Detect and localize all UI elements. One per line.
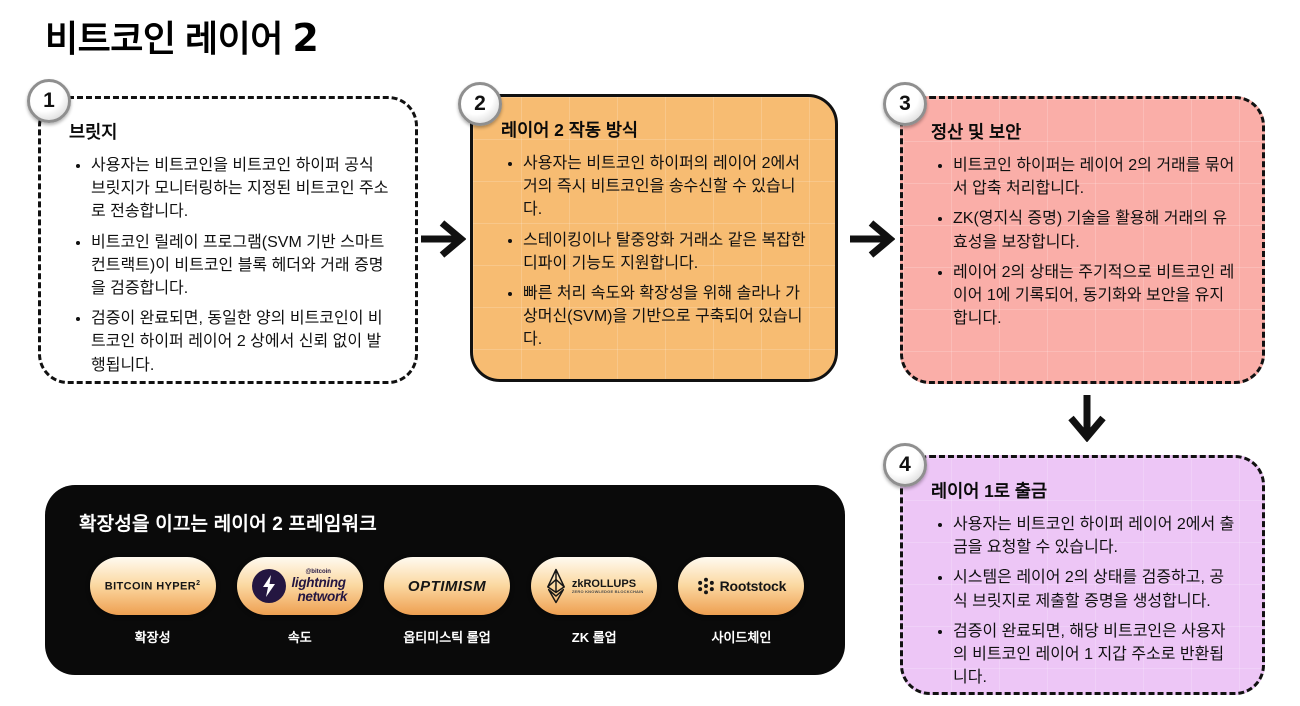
step-bullet-list: 비트코인 하이퍼는 레이어 2의 거래를 묶어서 압축 처리합니다. ZK(영지식… [929,154,1238,330]
framework-pill-row: BITCOIN HYPER2 확장성 @bitcoin lightning ne… [79,557,815,646]
lightning-network-handle: @bitcoin [305,568,331,575]
rootstock-logo-pill: Rootstock [678,557,805,615]
lightning-bolt-icon [252,569,287,603]
bitcoin-hyper-logo-pill: BITCOIN HYPER2 [89,557,216,615]
framework-panel-title: 확장성을 이끄는 레이어 2 프레임워크 [79,514,377,535]
optimism-logo: OPTIMISM [407,577,487,595]
rootstock-logo: Rootstock [719,578,787,594]
bitcoin-hyper-logo: BITCOIN HYPER2 [104,579,201,593]
step-box-settlement-security: 정산 및 보안 비트코인 하이퍼는 레이어 2의 거래를 묶어서 압축 처리합니… [900,96,1265,384]
framework-item-zk-rollups: zkROLLUPS ZERO KNOWLEDGE BLOCKCHAIN ZK 롤… [521,557,668,646]
lightning-network-logo-text: @bitcoin lightning network [291,568,348,604]
step-bullet: 사용자는 비트코인 하이퍼 레이어 2에서 출금을 요청할 수 있습니다. [953,513,1238,559]
step-number-badge-1: 1 [27,79,71,123]
framework-item-label: 옵티미스틱 롤업 [403,630,491,645]
page-title-text: 비트코인 레이어 [45,18,283,59]
framework-item-rootstock: Rootstock 사이드체인 [668,557,815,646]
zk-rollups-logo-pill: zkROLLUPS ZERO KNOWLEDGE BLOCKCHAIN [531,557,658,615]
ethereum-diamond-icon [546,568,565,604]
framework-item-label: 속도 [287,630,312,645]
step-heading: 레이어 1로 출금 [931,481,1048,501]
arrow-down-icon [1068,395,1106,442]
step-bullet: 스테이킹이나 탈중앙화 거래소 같은 복잡한 디파이 기능도 지원합니다. [523,229,811,275]
framework-item-label: 사이드체인 [711,630,772,645]
step-bullet: 검증이 완료되면, 동일한 양의 비트코인이 비트코인 하이퍼 레이어 2 상에… [91,307,391,377]
zk-rollups-logo-text: zkROLLUPS ZERO KNOWLEDGE BLOCKCHAIN [571,577,644,594]
step-bullet: 사용자는 비트코인 하이퍼의 레이어 2에서 거의 즉시 비트코인을 송수신할 … [523,152,811,222]
step-bullet: 레이어 2의 상태는 주기적으로 비트코인 레이어 1에 기록되어, 동기화와 … [953,261,1238,331]
arrow-right-icon-2 [850,220,895,258]
step-bullet: 비트코인 하이퍼는 레이어 2의 거래를 묶어서 압축 처리합니다. [953,154,1238,200]
step-number-badge-2: 2 [458,82,502,126]
step-bullet: 비트코인 릴레이 프로그램(SVM 기반 스마트 컨트랙트)이 비트코인 블록 … [91,231,391,301]
framework-item-bitcoin-hyper: BITCOIN HYPER2 확장성 [79,557,226,646]
step-heading: 레이어 2 작동 방식 [501,120,639,140]
step-bullet: 검증이 완료되면, 해당 비트코인은 사용자의 비트코인 레이어 1 지갑 주소… [953,620,1238,690]
framework-item-lightning-network: @bitcoin lightning network 속도 [226,557,373,646]
page-title-number: 2 [292,16,319,60]
step-bullet: 사용자는 비트코인을 비트코인 하이퍼 공식 브릿지가 모니터링하는 지정된 비… [91,154,391,224]
step-box-bridge: 브릿지 사용자는 비트코인을 비트코인 하이퍼 공식 브릿지가 모니터링하는 지… [38,96,418,384]
framework-item-label: ZK 롤업 [571,630,617,645]
step-box-withdraw-layer1: 레이어 1로 출금 사용자는 비트코인 하이퍼 레이어 2에서 출금을 요청할 … [900,455,1265,695]
framework-panel: 확장성을 이끄는 레이어 2 프레임워크 BITCOIN HYPER2 확장성 … [45,485,845,675]
page-title: 비트코인 레이어 2 [45,10,319,62]
step-bullet-list: 사용자는 비트코인을 비트코인 하이퍼 공식 브릿지가 모니터링하는 지정된 비… [67,154,391,377]
step-number-badge-3: 3 [883,82,927,126]
step-bullet: 빠른 처리 속도와 확장성을 위해 솔라나 가상머신(SVM)을 기반으로 구축… [523,282,811,352]
optimism-logo-pill: OPTIMISM [384,557,510,615]
step-bullet-list: 사용자는 비트코인 하이퍼의 레이어 2에서 거의 즉시 비트코인을 송수신할 … [499,152,811,352]
arrow-right-icon-1 [421,220,466,258]
step-heading: 브릿지 [69,122,118,142]
step-bullet: ZK(영지식 증명) 기술을 활용해 거래의 유효성을 보장합니다. [953,207,1238,253]
framework-item-label: 확장성 [134,630,171,645]
framework-item-optimism: OPTIMISM 옵티미스틱 롤업 [373,557,520,646]
step-box-layer2-operation: 레이어 2 작동 방식 사용자는 비트코인 하이퍼의 레이어 2에서 거의 즉시… [470,94,838,382]
step-bullet-list: 사용자는 비트코인 하이퍼 레이어 2에서 출금을 요청할 수 있습니다. 시스템… [929,513,1238,689]
lightning-network-logo-pill: @bitcoin lightning network [236,557,363,615]
step-number-badge-4: 4 [883,443,927,487]
rootstock-dots-icon [697,577,714,595]
step-heading: 정산 및 보안 [931,122,1022,142]
step-bullet: 시스템은 레이어 2의 상태를 검증하고, 공식 브릿지로 제출할 증명을 생성… [953,566,1238,612]
